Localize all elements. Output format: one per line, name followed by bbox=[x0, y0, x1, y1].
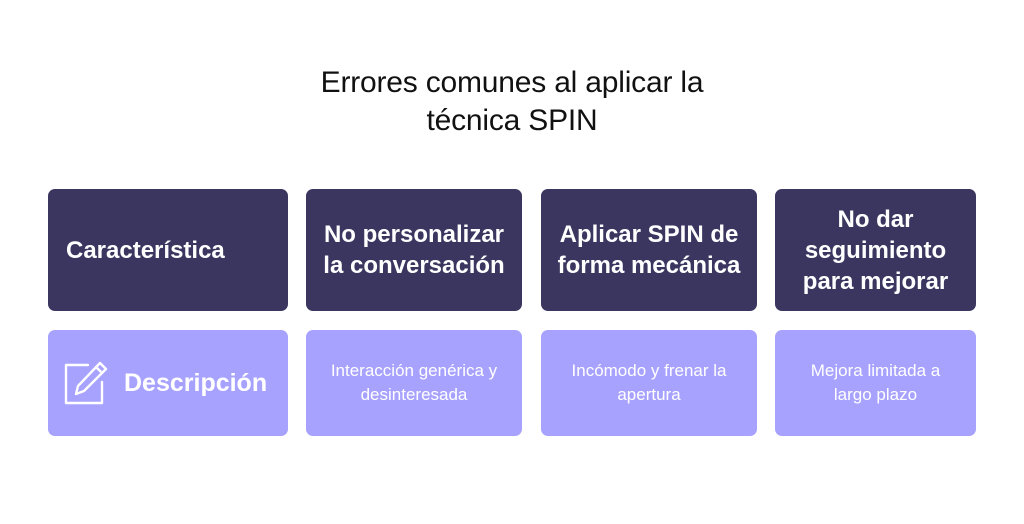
title-line-1: Errores comunes al aplicar la bbox=[320, 66, 704, 99]
description-label-cell: Descripción bbox=[48, 330, 288, 436]
title-line-2: técnica SPIN bbox=[426, 104, 598, 137]
diagram-title: Errores comunes al aplicar la técnica SP… bbox=[0, 64, 1024, 140]
description-text: Interacción genérica y desinteresada bbox=[330, 361, 498, 404]
description-text: Mejora limitada a largo plazo bbox=[810, 361, 941, 404]
header-text: Aplicar SPIN de forma mecánica bbox=[557, 221, 741, 279]
description-cell-mecanica: Incómodo y frenar la apertura bbox=[541, 330, 757, 436]
header-text: No dar seguimiento para mejorar bbox=[802, 205, 949, 295]
header-cell-seguimiento: No dar seguimiento para mejorar bbox=[775, 189, 976, 311]
description-label: Descripción bbox=[124, 369, 268, 397]
header-label: Característica bbox=[66, 236, 225, 264]
description-cell-personalizar: Interacción genérica y desinteresada bbox=[306, 330, 522, 436]
description-cell-seguimiento: Mejora limitada a largo plazo bbox=[775, 330, 976, 436]
header-label-cell: Característica bbox=[48, 189, 288, 311]
header-cell-mecanica: Aplicar SPIN de forma mecánica bbox=[541, 189, 757, 311]
header-cell-personalizar: No personalizar la conversación bbox=[306, 189, 522, 311]
edit-pencil-icon bbox=[62, 360, 108, 406]
description-text: Incómodo y frenar la apertura bbox=[571, 361, 727, 404]
header-text: No personalizar la conversación bbox=[323, 221, 505, 279]
